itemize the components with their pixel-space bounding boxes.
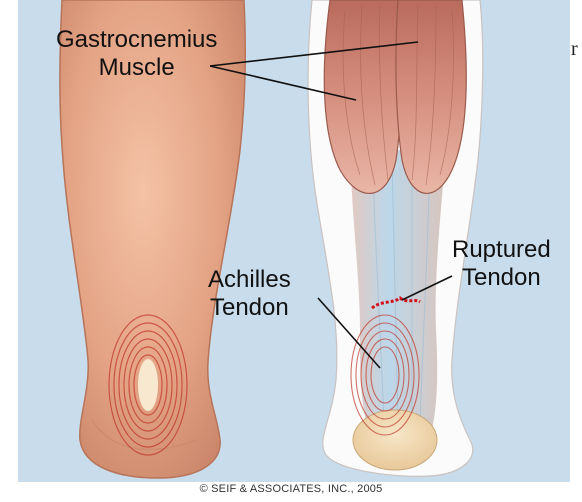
- gastrocnemius-label-line2: Muscle: [56, 54, 217, 82]
- achilles-label-line2: Tendon: [208, 294, 291, 322]
- stray-glyph: r: [571, 38, 578, 61]
- copyright-notice: © SEIF & ASSOCIATES, INC., 2005: [0, 483, 582, 495]
- gastrocnemius-label-line1: Gastrocnemius: [56, 26, 217, 54]
- left-heel-highlight: [138, 359, 158, 411]
- ruptured-tendon-label: Ruptured Tendon: [452, 236, 551, 292]
- achilles-label-line1: Achilles: [208, 266, 291, 294]
- ruptured-label-line2: Tendon: [452, 264, 551, 292]
- heel-bone: [353, 410, 437, 470]
- gastrocnemius-label: Gastrocnemius Muscle: [56, 26, 217, 82]
- achilles-tendon-label: Achilles Tendon: [208, 266, 291, 322]
- ruptured-label-line1: Ruptured: [452, 236, 551, 264]
